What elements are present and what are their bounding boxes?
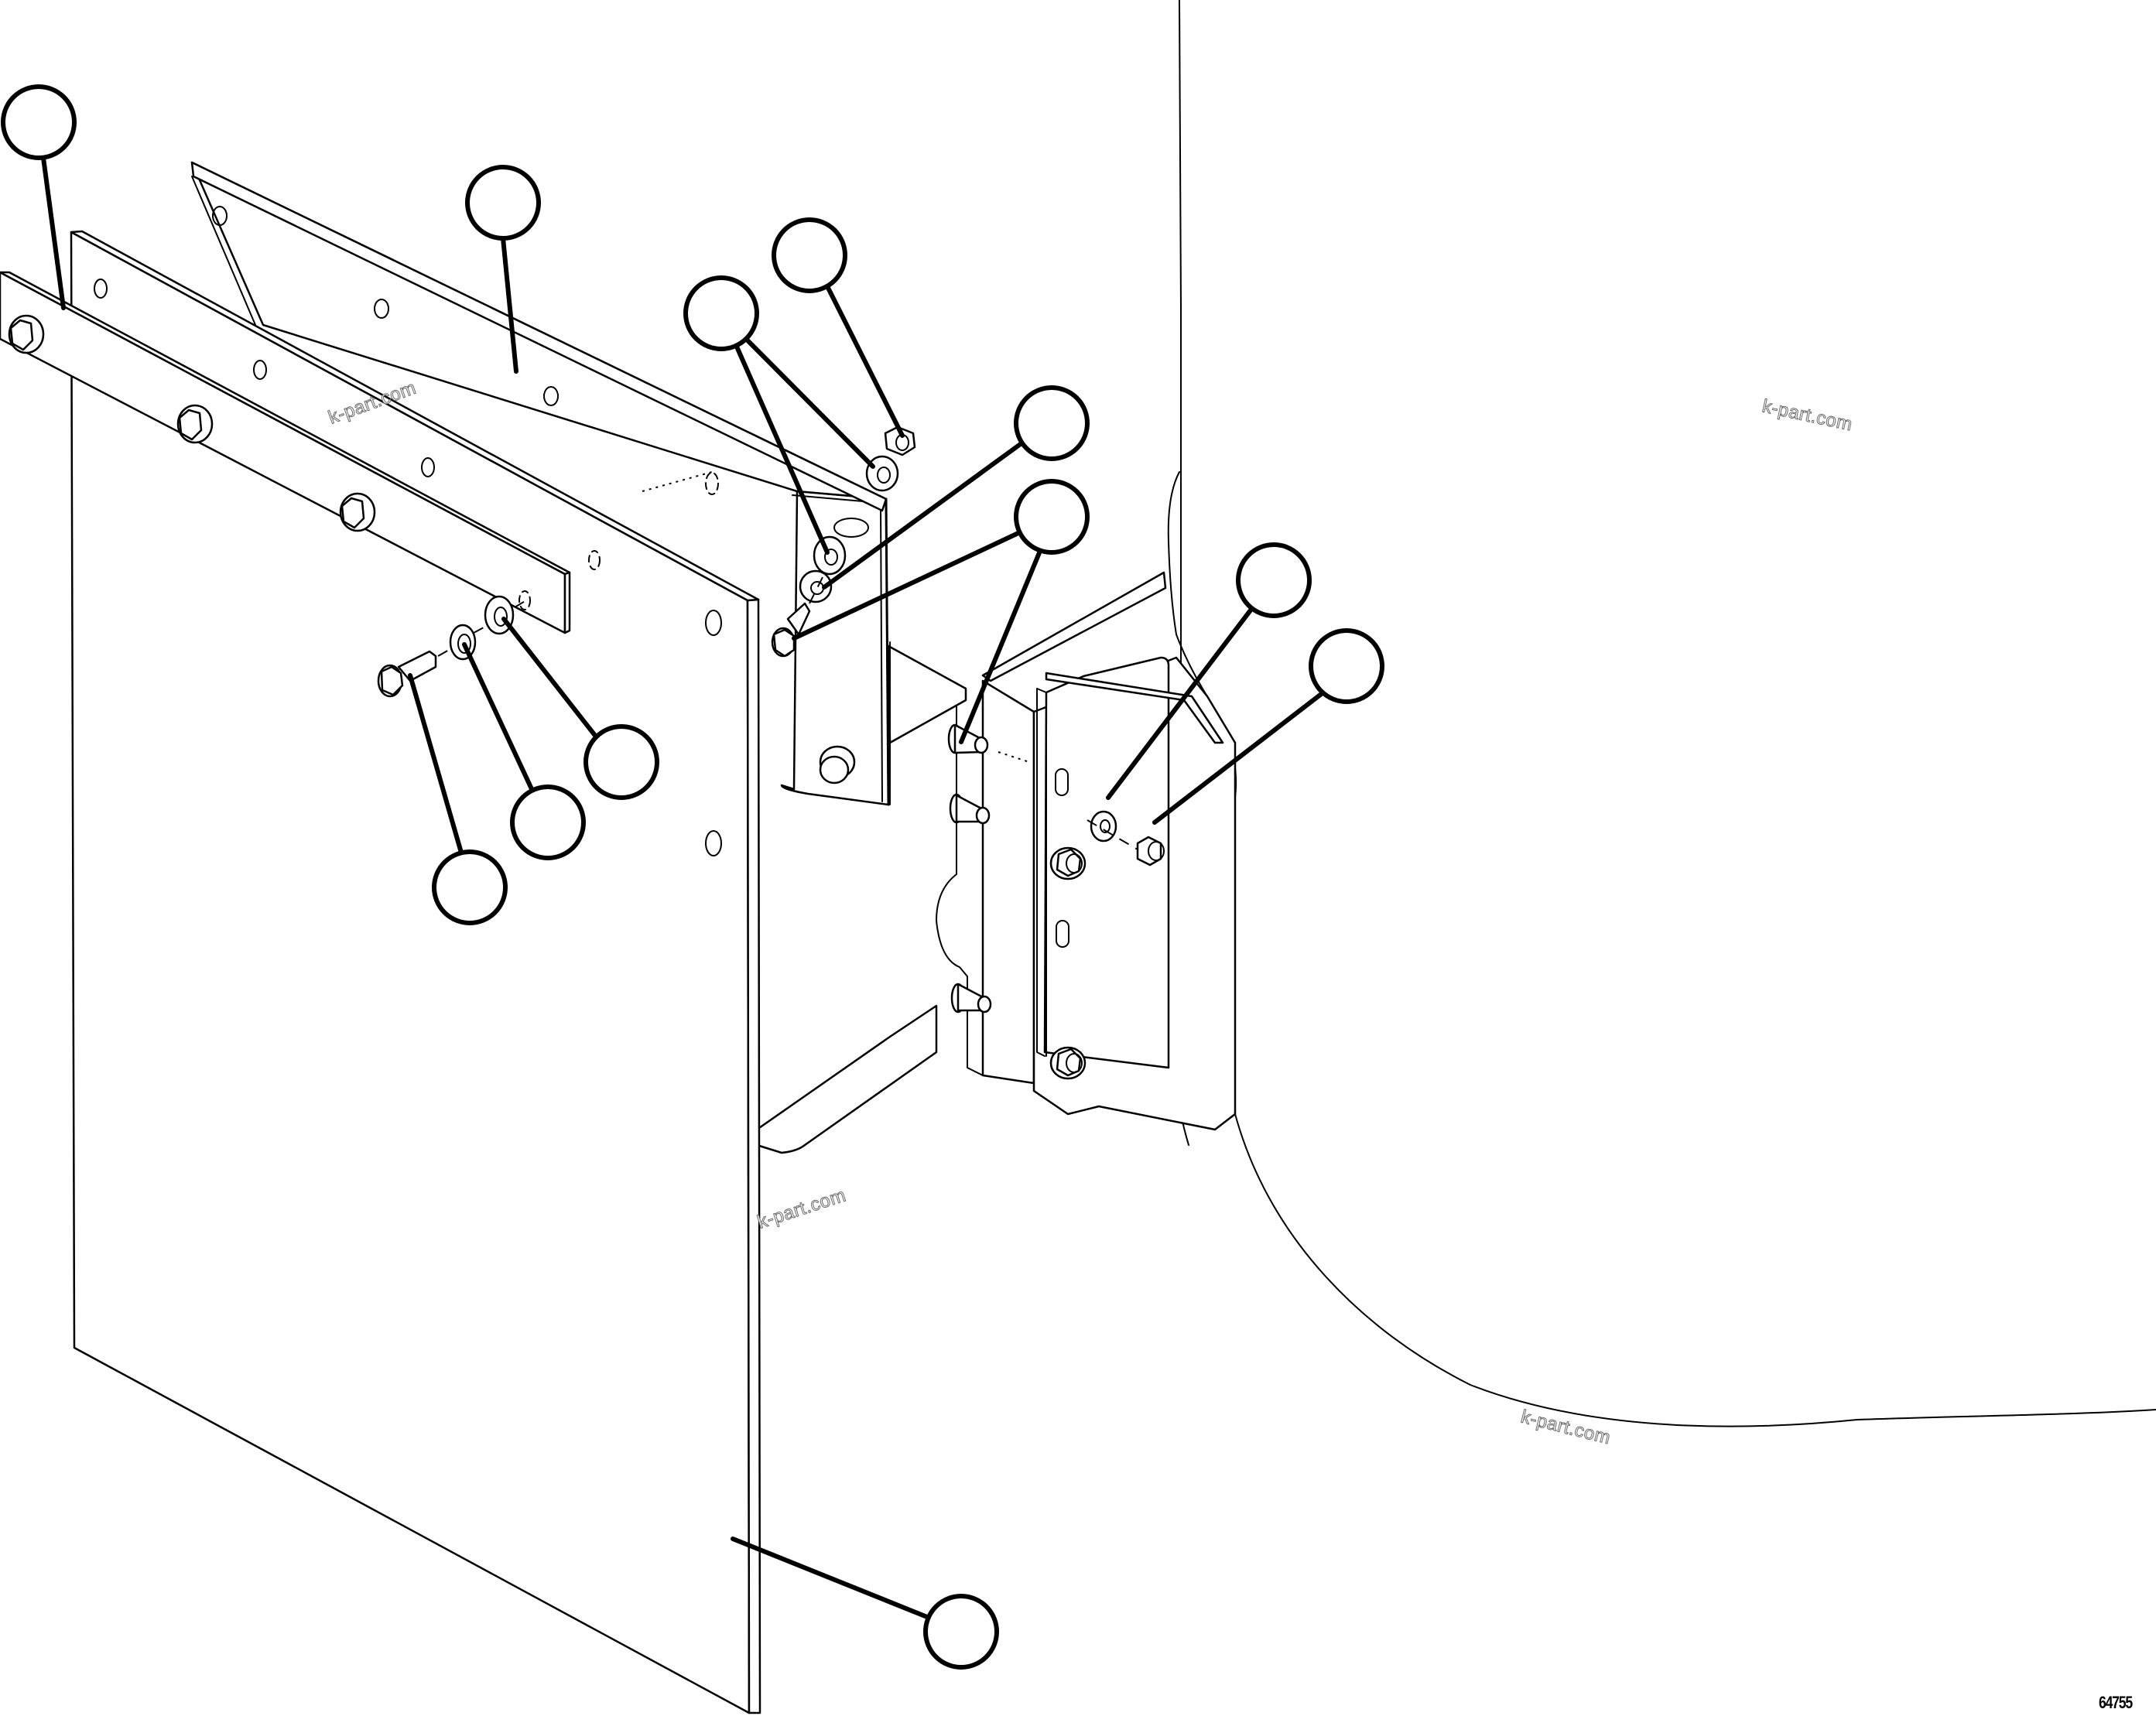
stud-pin-2 [949,793,991,825]
callout-balloon-12[interactable] [923,1594,999,1670]
callout-balloon-4[interactable] [683,275,759,351]
fuel-tank [1167,0,2156,1427]
lock-washer-left [449,624,477,661]
watermark-3: k-part.com [755,1184,849,1232]
hex-bolt-mid [771,602,811,658]
lock-washer-top [865,455,899,492]
flange-nut-lower [1049,1046,1087,1080]
flat-washer-right [1090,810,1117,843]
angle-bracket [755,490,967,1154]
callout-balloon-9[interactable] [583,724,659,800]
upper-mounting-bracket [190,161,888,512]
stud-pins [936,696,1030,1076]
callout-balloon-7[interactable] [1236,542,1312,618]
drawing-number: 64755 [2099,1693,2133,1712]
hex-bolt-left [377,650,437,698]
watermark-2: k-part.com [1761,395,1854,435]
strip-bolt-3 [339,492,376,532]
strip-bolt-1 [8,314,45,354]
stud-pin-3 [950,983,992,1014]
callout-balloon-11[interactable] [432,849,508,925]
flange-nut-upper [1049,846,1087,880]
mud-flap-panel [70,230,761,1714]
left-fastener-stack [377,595,527,698]
stud-pin-1 [947,723,989,754]
callout-balloon-3[interactable] [772,217,847,293]
callouts [1,84,1384,1670]
flange-bolt-middle [819,745,856,785]
callout-balloon-6[interactable] [1014,479,1090,555]
callout-balloon-10[interactable] [510,785,586,860]
callout-balloon-8[interactable] [1309,628,1384,704]
callout-balloon-1[interactable] [1,84,77,160]
callout-balloon-5[interactable] [1014,385,1090,461]
tank-support-bracket [981,571,1237,1131]
hex-nut-right [1136,836,1165,867]
strip-bolt-2 [176,404,214,444]
clamp-strip [0,271,719,634]
lock-washer-mid [813,535,847,576]
callout-balloon-2[interactable] [465,165,541,241]
